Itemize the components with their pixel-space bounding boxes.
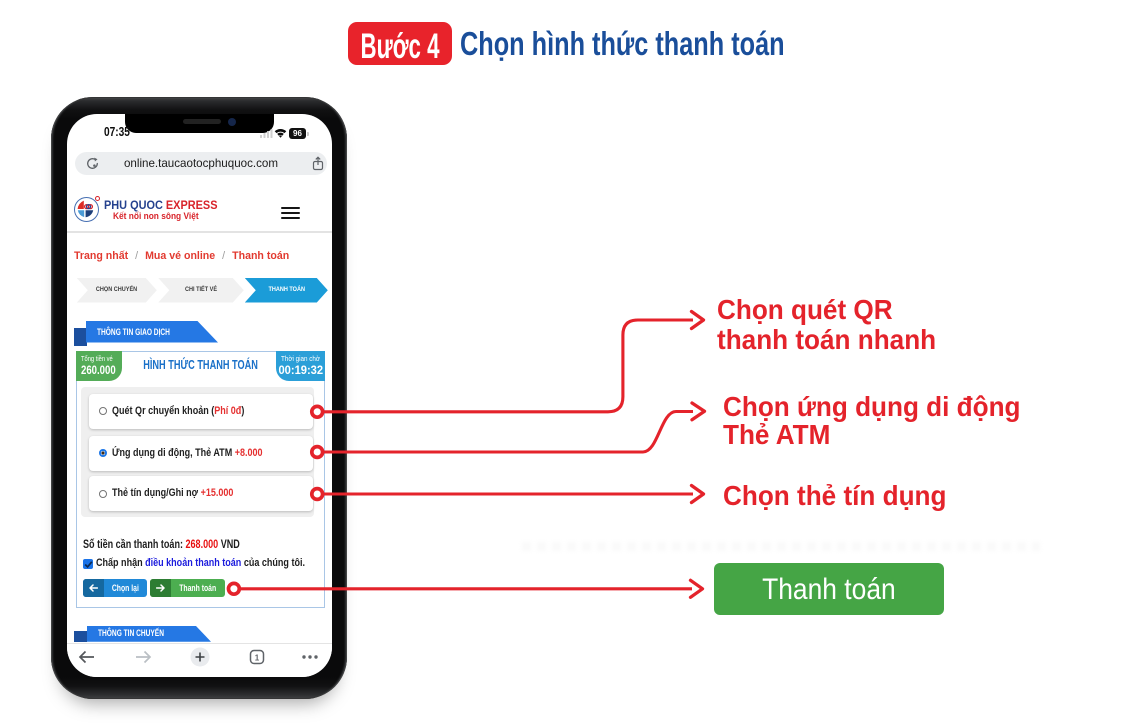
svg-text:Bước 4: Bước 4	[361, 27, 440, 65]
svg-text:1: 1	[255, 653, 260, 662]
